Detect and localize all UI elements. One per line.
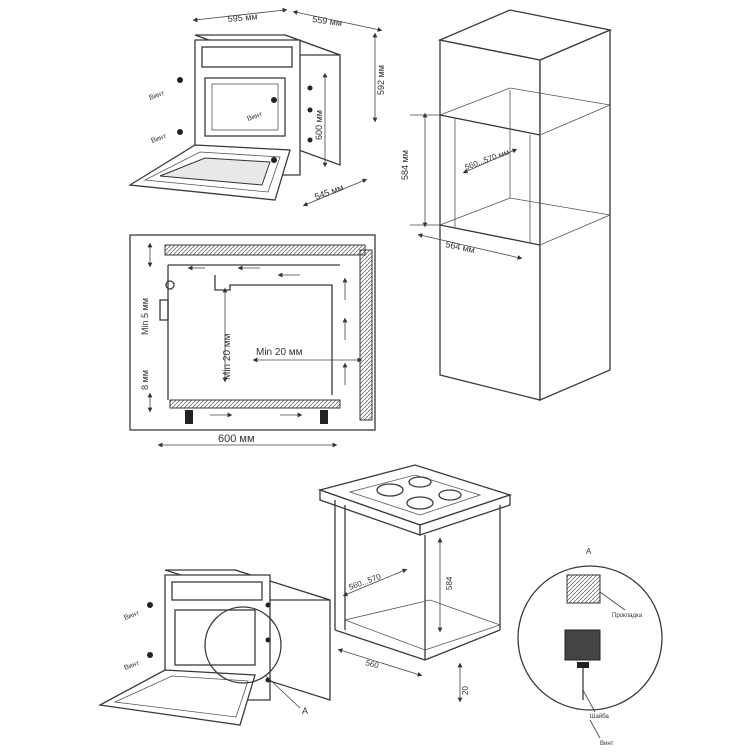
table-width-label: 560 bbox=[364, 658, 380, 670]
table-with-hob: 560...570 584 560 20 bbox=[317, 464, 513, 703]
table-depth-label: 560...570 bbox=[348, 572, 383, 592]
section-view: Min 5 мм Min 20 мм Min 20 мм 8 мм 600 мм bbox=[129, 234, 376, 448]
detail-circle bbox=[204, 606, 282, 684]
bottom-gap-label: 8 мм bbox=[140, 370, 150, 390]
table-leg-label: 20 bbox=[461, 686, 470, 695]
section-width-label: 600 мм bbox=[218, 433, 255, 445]
cabinet-height-label: 584 мм bbox=[400, 150, 410, 180]
oven-depth-label: 559 мм bbox=[312, 14, 343, 28]
oven-height-outer-label: 592 мм bbox=[376, 65, 386, 95]
bolt-label: Шайба bbox=[590, 713, 609, 720]
detail-a: A Прокладка Шайба Винт bbox=[517, 547, 663, 747]
oven-isometric-top: Винт Винт Винт 595 мм 559 мм 592 мм 600 … bbox=[128, 7, 386, 207]
detail-letter: A bbox=[302, 706, 308, 716]
screw-icon bbox=[177, 77, 183, 83]
oven-height-inner-label: 600 мм bbox=[314, 110, 324, 140]
screw-label: Винт bbox=[123, 660, 141, 672]
screw-label: Винт bbox=[148, 90, 166, 102]
screw-icon bbox=[177, 129, 183, 135]
screw-label: Винт bbox=[123, 610, 141, 622]
bolt2-label: Винт bbox=[600, 741, 614, 747]
oven-niche-bottom: Винт Винт A bbox=[97, 569, 331, 726]
spacer-label: Прокладка bbox=[612, 613, 643, 619]
oven-depth-bottom-label: 545 мм bbox=[313, 182, 345, 202]
table-height-label: 584 bbox=[445, 576, 454, 590]
detail-a-label: A bbox=[586, 547, 592, 556]
min-side-label: Min 20 мм bbox=[256, 347, 303, 358]
oven-width-label: 595 мм bbox=[227, 11, 258, 24]
min-top-label: Min 5 мм bbox=[140, 298, 150, 335]
min-back-label: Min 20 мм bbox=[222, 333, 233, 380]
tall-cabinet: 584 мм 560...570 мм 564 мм bbox=[400, 9, 613, 401]
screw-label: Винт bbox=[150, 133, 168, 145]
